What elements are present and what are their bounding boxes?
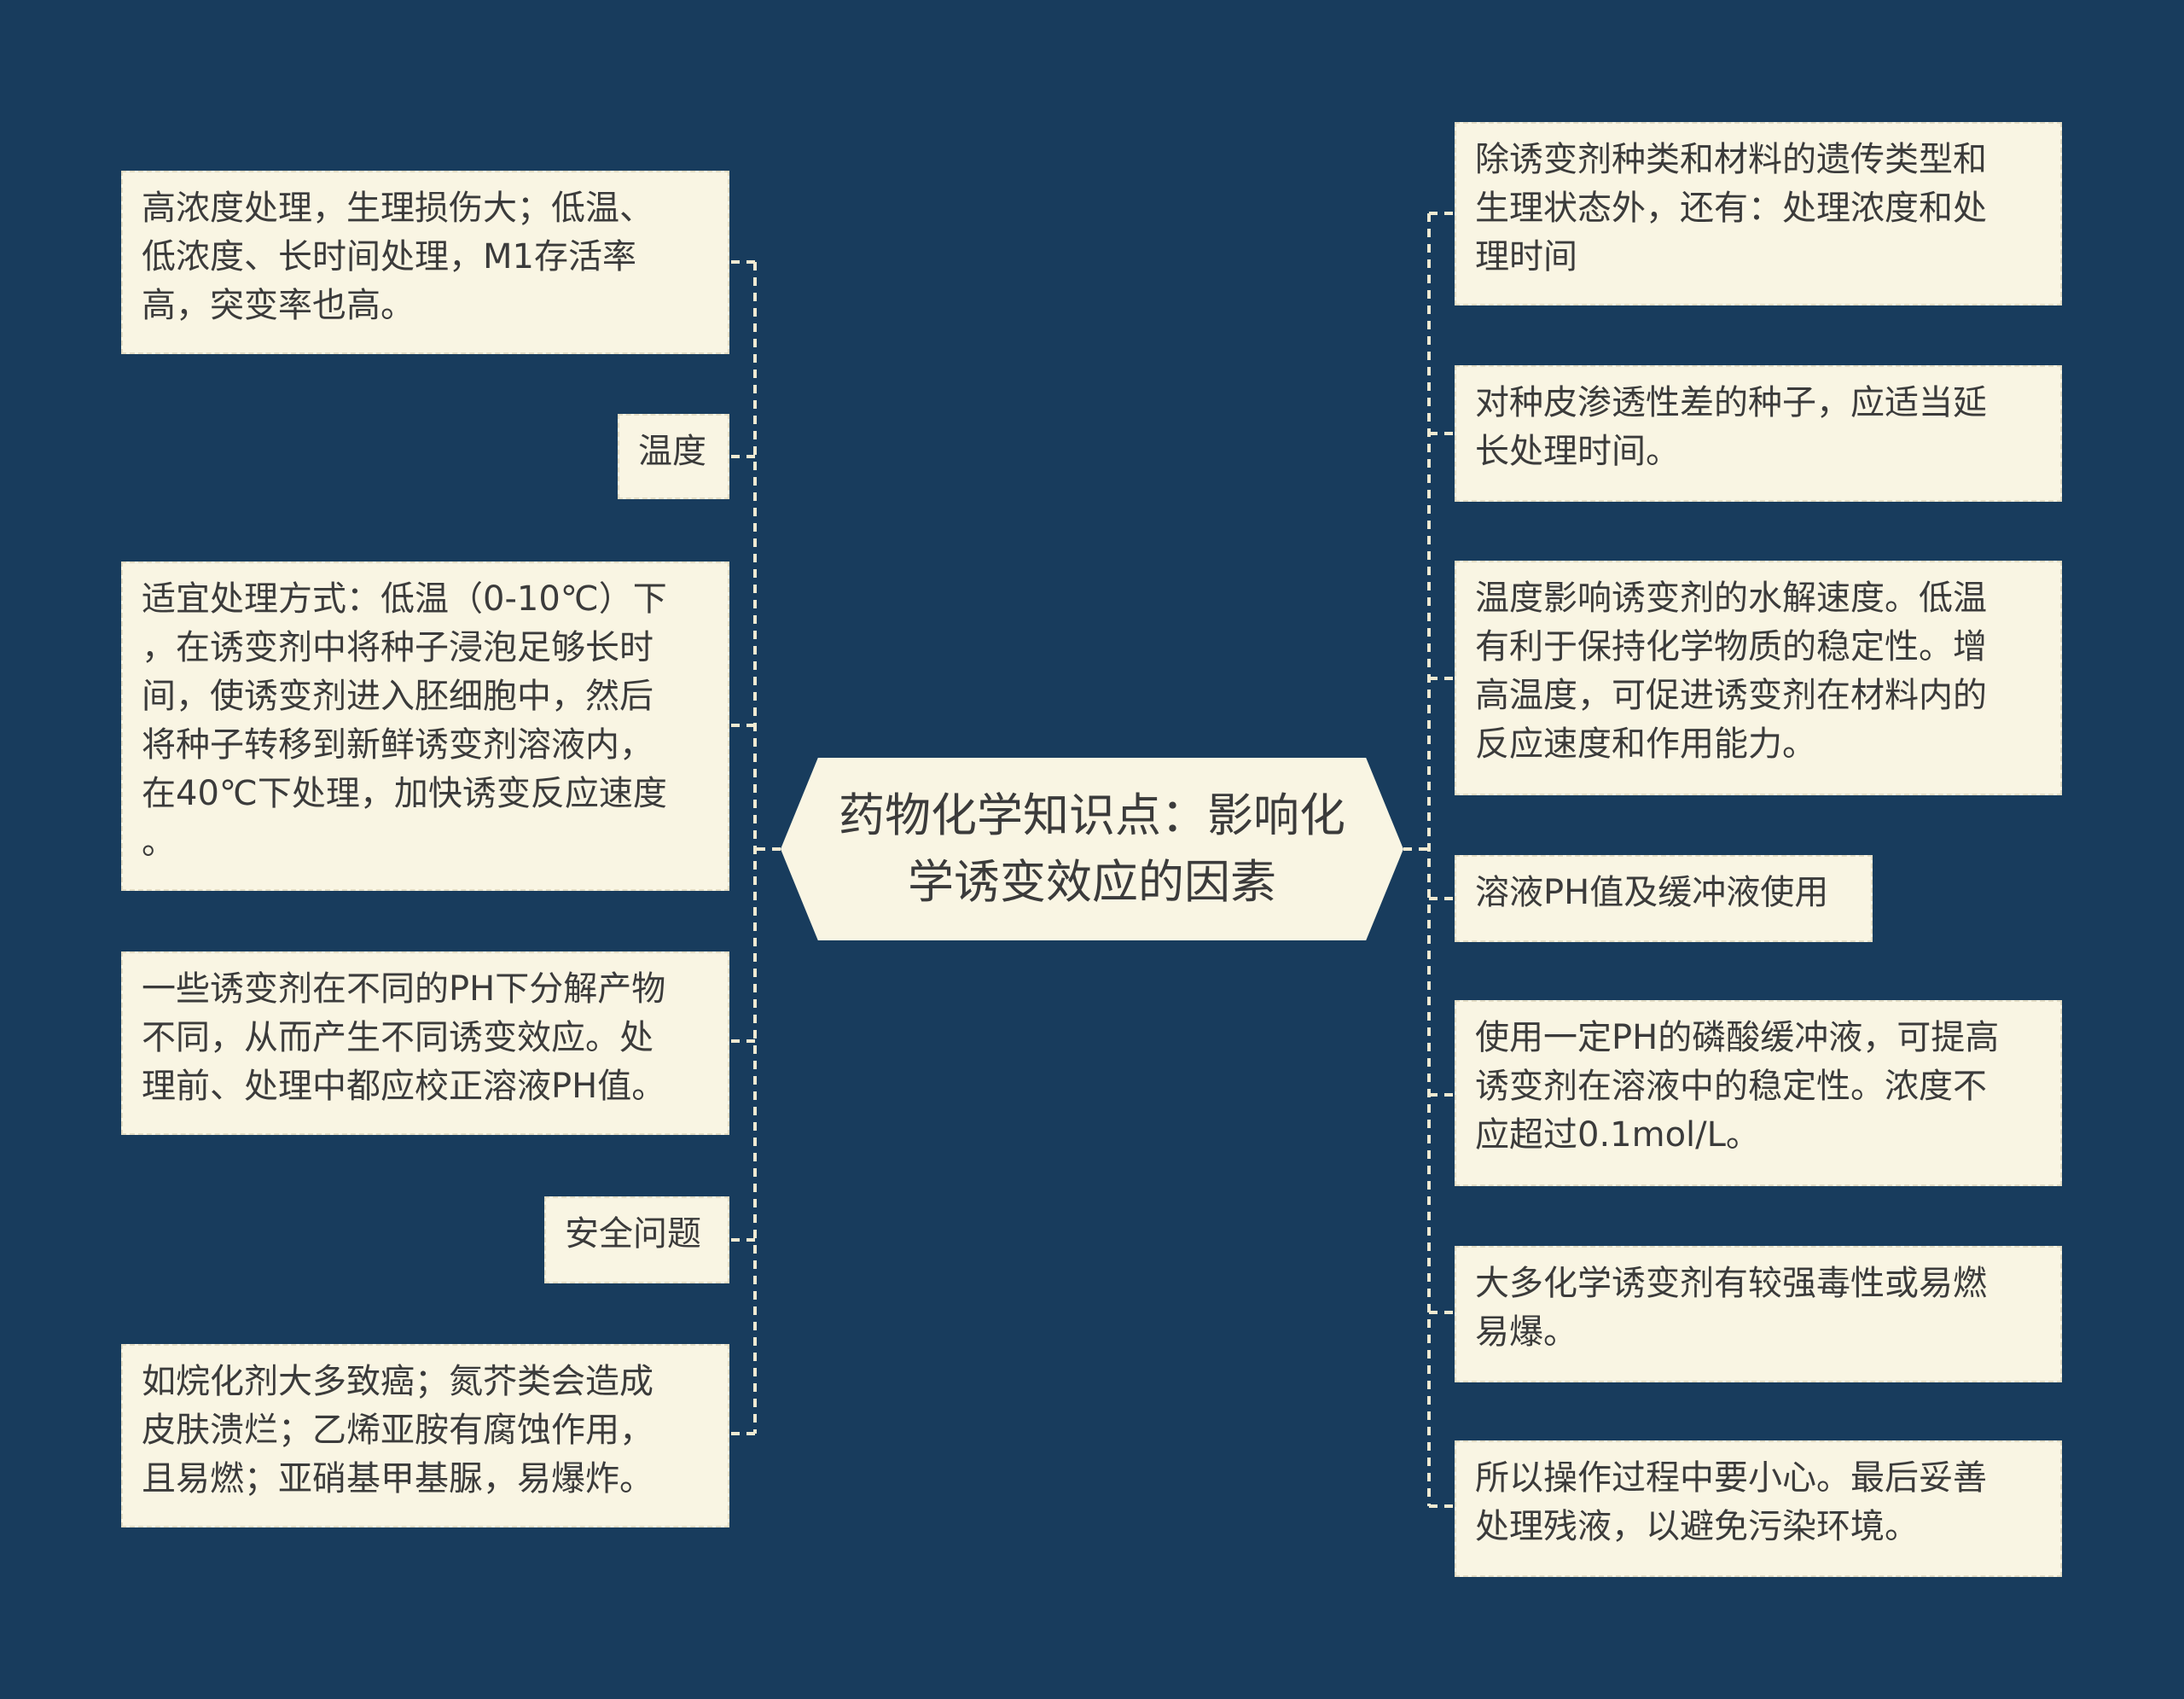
node-buffer-detail[interactable]: 使用一定PH的磷酸缓冲液，可提高 诱变剂在溶液中的稳定性。浓度不 应超过0.1m…: [1455, 1000, 2062, 1186]
right-trunk-line: [1403, 213, 1431, 1506]
node-temperature-effect[interactable]: 温度影响诱变剂的水解速度。低温 有利于保持化学物质的稳定性。增 高温度，可促进诱…: [1455, 561, 2062, 795]
node-ph-detail[interactable]: 一些诱变剂在不同的PH下分解产物 不同，从而产生不同诱变效应。处 理前、处理中都…: [121, 951, 729, 1135]
node-safety-detail[interactable]: 如烷化剂大多致癌；氮芥类会造成 皮肤溃烂；乙烯亚胺有腐蚀作用， 且易燃；亚硝基甲…: [121, 1344, 729, 1527]
node-temperature[interactable]: 温度: [618, 414, 729, 499]
node-careful-handling[interactable]: 所以操作过程中要小心。最后妥善 处理残液，以避免污染环境。: [1455, 1440, 2062, 1577]
node-ph-buffer[interactable]: 溶液PH值及缓冲液使用: [1455, 855, 1873, 942]
node-temperature-detail-1[interactable]: 高浓度处理，生理损伤大；低温、 低浓度、长时间处理，M1存活率 高，突变率也高。: [121, 171, 729, 354]
node-toxicity[interactable]: 大多化学诱变剂有较强毒性或易燃 易爆。: [1455, 1246, 2062, 1382]
node-safety[interactable]: 安全问题: [544, 1196, 729, 1283]
left-trunk-line: [753, 262, 781, 1434]
central-topic[interactable]: 药物化学知识点：影响化 学诱变效应的因素: [781, 758, 1403, 940]
node-factors[interactable]: 除诱变剂种类和材料的遗传类型和 生理状态外，还有：处理浓度和处 理时间: [1455, 122, 2062, 305]
node-temperature-detail-2[interactable]: 适宜处理方式：低温（0-10℃）下 ，在诱变剂中将种子浸泡足够长时 间，使诱变剂…: [121, 561, 729, 891]
node-seed-coat[interactable]: 对种皮渗透性差的种子，应适当延 长处理时间。: [1455, 365, 2062, 502]
